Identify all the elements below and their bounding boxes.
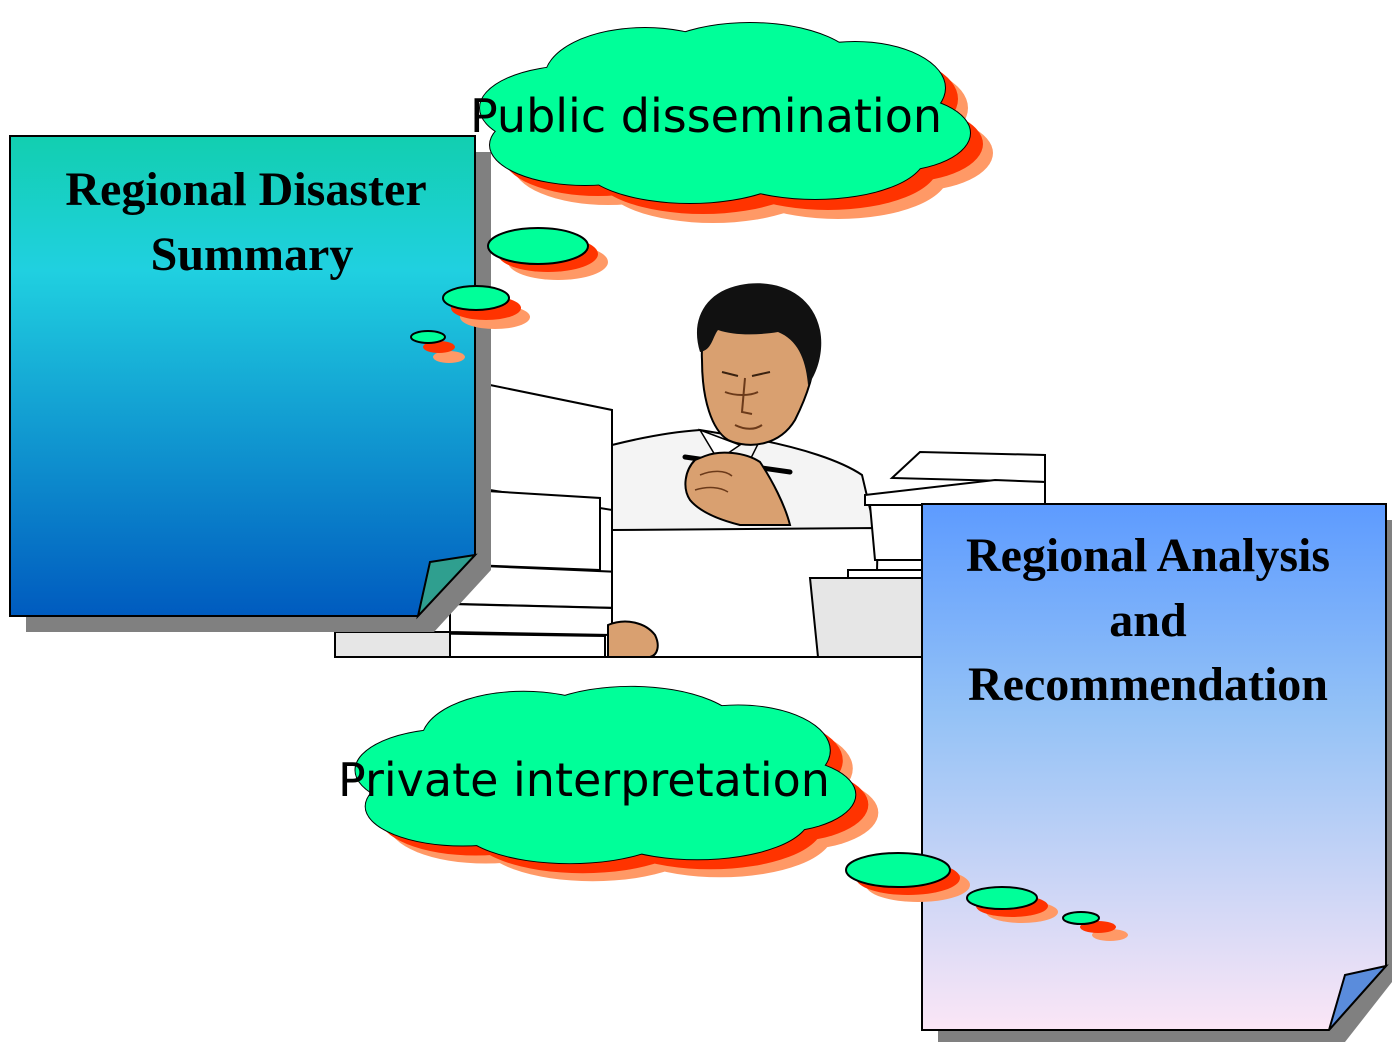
regional-disaster-summary-note: Regional Disaster Summary: [9, 135, 491, 632]
public-dissemination-thought-cloud: Public dissemination: [410, 22, 993, 363]
summary-title-line2: Summary: [151, 228, 354, 281]
person-head: [696, 283, 822, 446]
note-body: [921, 503, 1387, 1031]
thought-bubbles-private: [845, 852, 1128, 941]
regional-analysis-recommendation-note: Regional Analysis and Recommendation: [921, 503, 1392, 1042]
paper-stack-right: [808, 450, 1046, 658]
analysis-title-line3: Recommendation: [968, 658, 1328, 711]
private-interpretation-thought-cloud: Private interpretation: [338, 685, 1128, 941]
analysis-title-line1: Regional Analysis: [966, 529, 1330, 582]
note-folded-corner: [416, 553, 478, 620]
note-folded-corner: [1328, 964, 1389, 1031]
private-interpretation-label: Private interpretation: [338, 753, 830, 807]
summary-title-line1: Regional Disaster: [65, 163, 426, 216]
public-dissemination-label: Public dissemination: [470, 89, 942, 143]
hair: [696, 283, 822, 385]
man-reading-papers-illustration: [334, 283, 1046, 658]
thought-bubbles-public: [410, 227, 608, 363]
hand-with-pen: [682, 451, 793, 526]
analysis-title-line2: and: [1109, 594, 1187, 647]
